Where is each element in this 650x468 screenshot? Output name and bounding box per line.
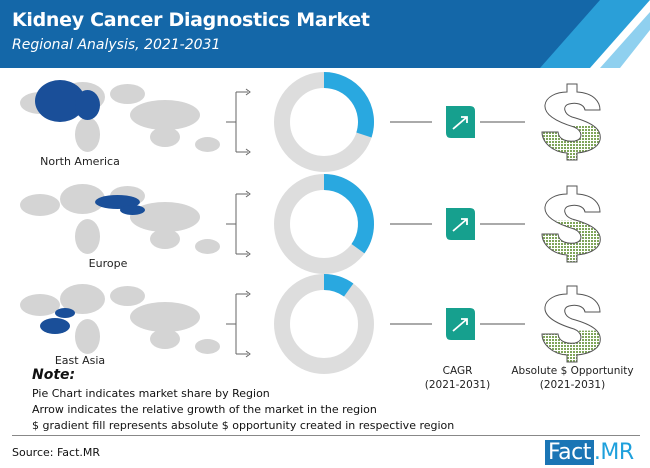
arrowhead-icon — [245, 290, 251, 358]
arrowhead-icon — [245, 88, 251, 156]
source-text: Source: Fact.MR — [12, 446, 101, 459]
header-background — [0, 0, 650, 68]
opportunity-period: (2021-2031) — [539, 379, 606, 391]
region-label-europe: Europe — [88, 257, 128, 270]
trend-arrow-icon — [452, 218, 468, 232]
world-map — [20, 284, 220, 354]
highlighted-region — [75, 90, 100, 120]
donut-share-segment — [323, 72, 374, 138]
land-shape — [75, 319, 100, 354]
logo-part: Fact — [545, 440, 594, 465]
donut-background — [274, 274, 374, 374]
highlighted-region — [35, 80, 85, 122]
land-shape — [195, 239, 220, 254]
cagr-column-label: CAGR (2021-2031) — [420, 364, 495, 392]
note-line: Pie Chart indicates market share by Regi… — [32, 387, 270, 400]
region-row-0 — [20, 72, 601, 172]
connector-bracket — [226, 293, 248, 355]
opportunity-label: Absolute $ Opportunity — [511, 365, 634, 377]
land-shape — [75, 219, 100, 254]
factmr-logo: Fact.MR — [545, 440, 634, 465]
highlighted-region — [55, 308, 75, 318]
world-map — [20, 80, 220, 152]
land-shape — [150, 329, 180, 349]
land-shape — [150, 127, 180, 147]
connector-bracket — [226, 193, 248, 255]
note-line: Arrow indicates the relative growth of t… — [32, 403, 377, 416]
land-shape — [110, 286, 145, 306]
dollar-icon — [541, 285, 601, 363]
page-subtitle: Regional Analysis, 2021-2031 — [12, 37, 221, 53]
land-shape — [20, 194, 60, 216]
land-shape — [195, 339, 220, 354]
note-line: $ gradient fill represents absolute $ op… — [32, 419, 455, 432]
cagr-period: (2021-2031) — [424, 379, 491, 391]
donut-share-segment — [323, 274, 354, 297]
land-shape — [60, 184, 105, 214]
arrowhead-icon — [245, 190, 251, 258]
dollar-fill — [542, 330, 601, 362]
region-label-north-america: North America — [40, 155, 120, 168]
dollar-fill — [542, 220, 601, 262]
land-shape — [130, 302, 200, 332]
region-row-2 — [20, 274, 601, 374]
trend-arrow-icon — [452, 116, 468, 130]
region-label-east-asia: East Asia — [54, 354, 106, 367]
land-shape — [20, 294, 60, 316]
land-shape — [195, 137, 220, 152]
highlighted-region — [120, 205, 145, 215]
land-shape — [75, 117, 100, 152]
land-shape — [150, 229, 180, 249]
trend-arrow-icon — [452, 318, 468, 332]
cagr-label: CAGR — [442, 365, 473, 377]
world-map — [20, 184, 220, 254]
header-banner: Kidney Cancer Diagnostics Market Regiona… — [0, 0, 650, 68]
region-row-1 — [20, 174, 601, 274]
note-title: Note: — [32, 367, 76, 383]
connector-bracket — [226, 91, 248, 153]
divider — [12, 435, 640, 436]
opportunity-column-label: Absolute $ Opportunity (2021-2031) — [505, 364, 640, 392]
logo-part: .MR — [593, 440, 634, 465]
land-shape — [130, 100, 200, 130]
page-title: Kidney Cancer Diagnostics Market — [12, 9, 370, 31]
land-shape — [110, 84, 145, 104]
land-shape — [130, 202, 200, 232]
land-shape — [60, 284, 105, 314]
dollar-icon — [541, 83, 601, 161]
donut-share-segment — [323, 174, 374, 254]
dollar-icon — [541, 185, 601, 263]
highlighted-region — [40, 318, 70, 334]
